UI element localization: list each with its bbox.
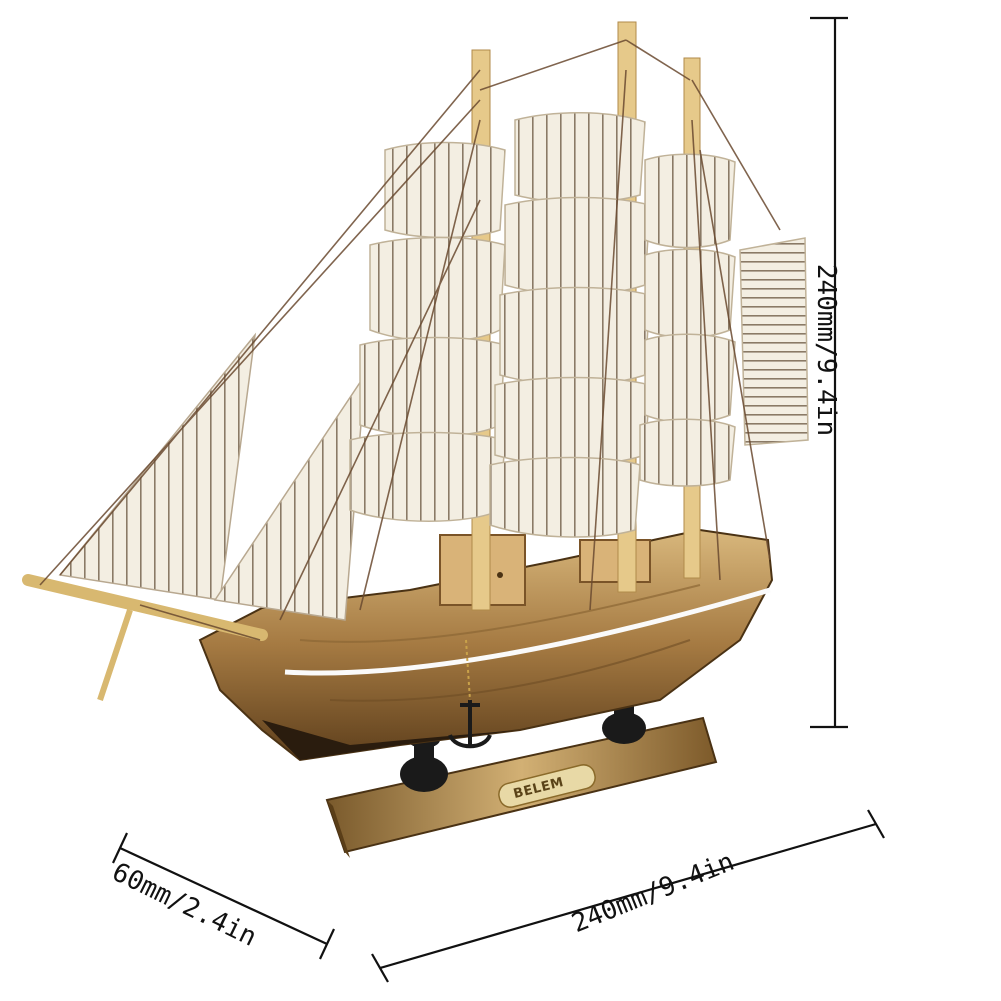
jib-sails	[58, 332, 366, 621]
spanker-sail	[739, 237, 809, 446]
anchor-icon	[448, 700, 492, 749]
height-dimension-label: 240mm/9.4in	[811, 263, 842, 437]
bowsprit	[22, 574, 268, 701]
name-plaque	[498, 764, 596, 808]
height-dimension-line	[810, 16, 848, 729]
mizzen-mast-sails	[639, 153, 736, 487]
depth-dimension-line	[112, 832, 335, 960]
length-dimension-line	[371, 809, 885, 983]
rigging-lines	[39, 39, 781, 641]
main-mast-sails	[489, 112, 651, 538]
